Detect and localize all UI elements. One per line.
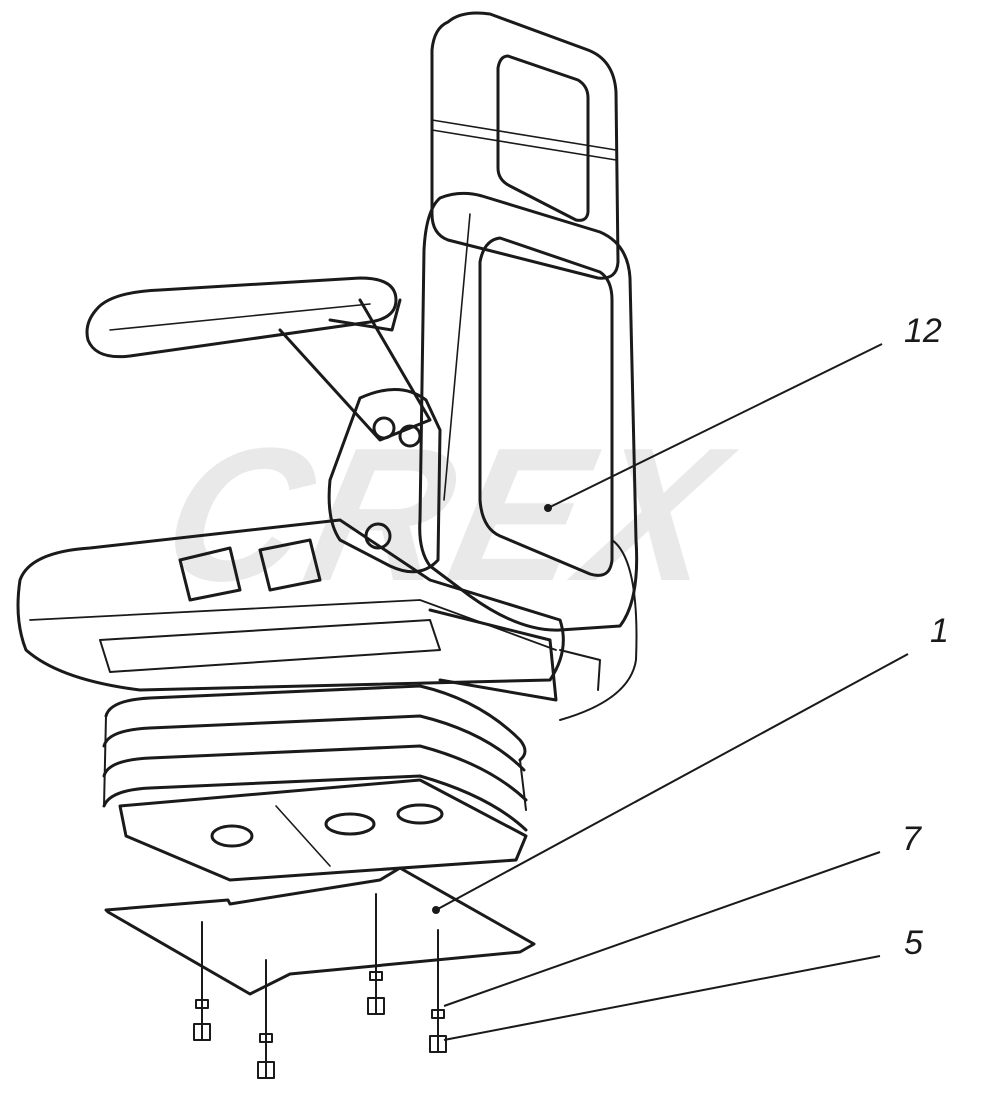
base-frame bbox=[118, 778, 528, 882]
leader-line-5 bbox=[443, 955, 881, 1041]
callout-5: 5 bbox=[904, 924, 923, 962]
callout-7: 7 bbox=[902, 820, 921, 858]
seat-cushion bbox=[16, 518, 565, 692]
leader-lines bbox=[432, 343, 909, 1041]
leader-line-7 bbox=[443, 851, 881, 1007]
fasteners bbox=[193, 893, 447, 1079]
slide-rails bbox=[99, 608, 601, 702]
leader-line-1 bbox=[435, 653, 909, 911]
backrest bbox=[418, 191, 639, 721]
callout-1: 1 bbox=[930, 612, 949, 650]
suspension-bellows bbox=[102, 684, 528, 832]
callout-12: 12 bbox=[904, 312, 942, 350]
leader-line-12 bbox=[547, 343, 883, 509]
mounting-plate bbox=[104, 866, 536, 996]
armrest bbox=[85, 276, 432, 442]
pivot-bracket bbox=[327, 388, 442, 574]
headrest bbox=[430, 11, 620, 280]
